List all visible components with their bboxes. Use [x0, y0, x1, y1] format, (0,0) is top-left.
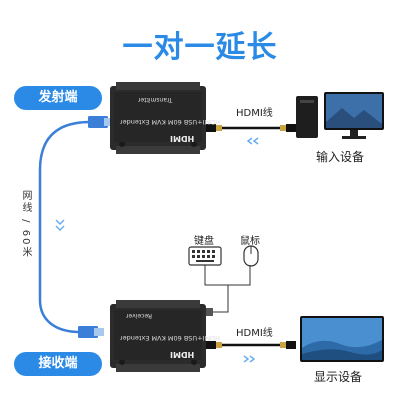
transmitter-device [110, 82, 206, 154]
input-device-label: 输入设备 [316, 150, 365, 164]
mouse-icon [243, 245, 259, 267]
keyboard-icon [188, 246, 222, 266]
receiver-tag: 接收端 [14, 352, 102, 376]
mouse-label: 鼠标 [240, 236, 260, 247]
rj45-connector-top [88, 116, 108, 128]
transmitter-role-text: Transmitter [138, 96, 173, 103]
input-hdmi-label: HDMI线 [236, 108, 273, 119]
pc-monitor-icon [296, 92, 384, 139]
network-cable [38, 120, 91, 334]
transmitter-logo: HDMI [170, 134, 195, 143]
network-cable-label: 网线 / 60米 [20, 190, 31, 259]
receiver-role-text: Receiver [126, 312, 152, 319]
display-device-label: 显示设备 [314, 370, 363, 384]
rj45-connector-bottom [78, 326, 98, 338]
keyboard-label: 键盘 [194, 236, 214, 247]
output-hdmi-label: HDMI线 [236, 328, 273, 339]
usb-cable [204, 265, 251, 286]
page-title: 一对一延长 [122, 30, 278, 65]
receiver-device [110, 300, 206, 372]
signal-direction-arrows [55, 219, 65, 232]
transmitter-model-text: HDMI+USB 60M KVM Extender [120, 118, 221, 126]
display-monitor-icon [300, 316, 384, 362]
transmitter-tag: 发射端 [14, 86, 102, 110]
receiver-model-text: HDMI+USB 60M KVM Extender [120, 334, 221, 342]
receiver-logo: HDMI [170, 350, 195, 359]
